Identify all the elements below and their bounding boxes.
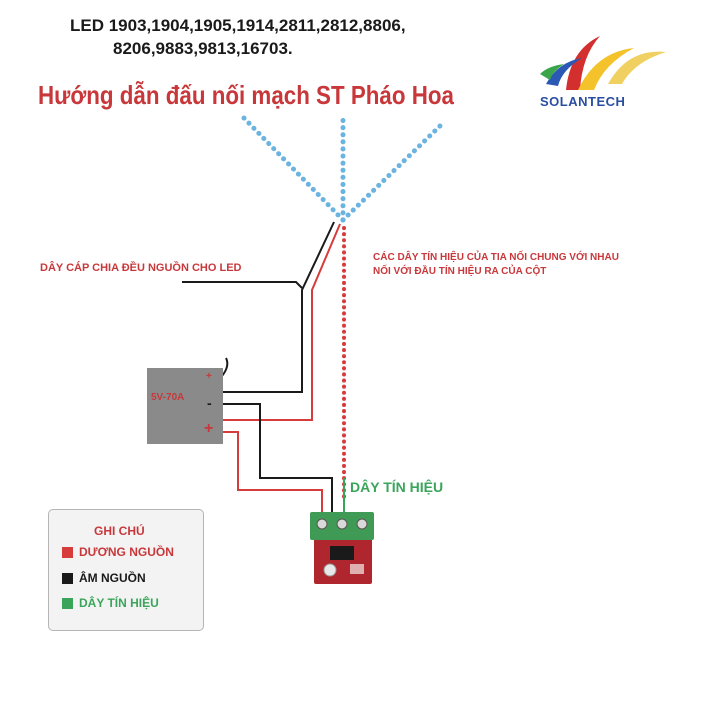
wire-black-controller	[218, 403, 333, 514]
legend-swatch-green	[62, 597, 73, 609]
signal-note-line2: NỐI VỚI ĐẦU TÍN HIỆU RA CỦA CỘT	[373, 266, 547, 277]
terminal-screw-3	[356, 518, 368, 530]
led-strip-left	[239, 113, 346, 223]
legend-label-positive: DƯƠNG NGUỒN	[79, 545, 174, 559]
wire-red-led	[236, 223, 341, 421]
logo-yellow-swoosh-2	[608, 51, 666, 84]
led-models-line1: LED 1903,1904,1905,1914,2811,2812,8806,	[70, 16, 406, 35]
wire-red-controller	[236, 431, 323, 514]
legend-box	[48, 509, 204, 631]
brand-name: SOLANTECH	[540, 94, 626, 109]
legend-item-signal: DÂY TÍN HIỆU	[62, 596, 159, 610]
logo-red-swoosh	[566, 36, 600, 90]
power-supply	[147, 368, 223, 444]
legend-swatch-red	[62, 546, 73, 558]
legend-title: GHI CHÚ	[94, 524, 145, 538]
solantech-logo-icon	[540, 36, 666, 90]
controller-chip	[330, 546, 354, 560]
terminal-screw-2	[336, 518, 348, 530]
wire-black-led	[218, 221, 335, 393]
terminal-screw-1	[316, 518, 328, 530]
power-cable-label: DÂY CÁP CHIA ĐỀU NGUỒN CHO LED	[40, 262, 242, 274]
page-title: Hướng dẫn đấu nối mạch ST Pháo Hoa	[38, 80, 454, 110]
legend-swatch-black	[62, 572, 73, 584]
psu-rating-label: 5V-70A	[151, 392, 185, 403]
psu-plus-top: +	[206, 371, 212, 382]
controller-component	[350, 564, 364, 574]
logo-yellow-swoosh	[578, 48, 634, 90]
legend-label-negative: ÂM NGUỒN	[79, 571, 146, 585]
legend-label-signal: DÂY TÍN HIỆU	[79, 596, 159, 610]
psu-ac-wire	[221, 357, 229, 377]
logo-blue-swoosh	[546, 58, 582, 86]
legend-item-negative: ÂM NGUỒN	[62, 571, 146, 585]
led-strip-right	[340, 123, 443, 223]
logo-green-swoosh	[540, 64, 564, 80]
legend-item-positive: DƯƠNG NGUỒN	[62, 545, 174, 559]
psu-plus-bottom: +	[204, 420, 214, 437]
power-cable-leader	[182, 281, 303, 289]
controller-button	[323, 563, 337, 577]
psu-minus-label: -	[207, 395, 212, 411]
signal-note-line1: CÁC DÂY TÍN HIỆU CỦA TIA NỐI CHUNG VỚI N…	[373, 252, 619, 263]
signal-wire-label: DÂY TÍN HIỆU	[350, 479, 444, 495]
led-models-line2: 8206,9883,9813,16703.	[113, 39, 293, 58]
controller-board	[310, 512, 374, 584]
